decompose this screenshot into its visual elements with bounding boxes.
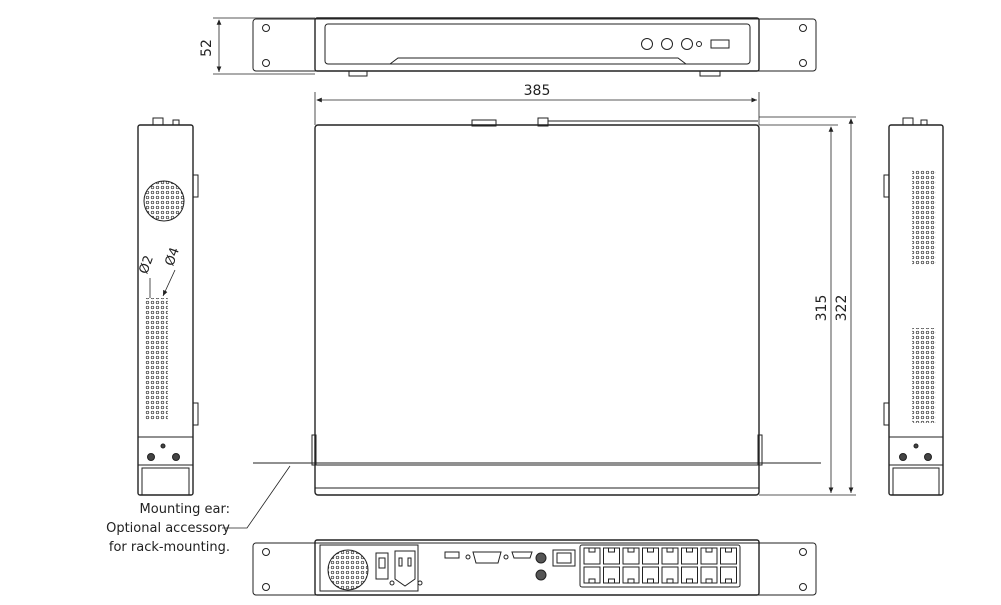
round-button-icon: [641, 38, 702, 50]
usb-port-icon: [710, 39, 730, 49]
dim-depth-with-ears: 322: [834, 295, 850, 322]
note-line-1: Mounting ear:: [139, 502, 230, 517]
rj45-latch: [627, 578, 635, 584]
dim-width: 385: [524, 83, 551, 99]
note-line-2: Optional accessory: [106, 521, 230, 536]
rear-view: [252, 539, 817, 596]
power-switch: [375, 552, 389, 580]
rj45-port-icon: [642, 547, 659, 565]
left-side-view: [137, 117, 199, 496]
dimension-depth: [759, 116, 856, 496]
rj45-latch: [608, 578, 615, 584]
rj45-latch: [705, 578, 713, 584]
rj45-port-icon: [603, 566, 620, 584]
front-view: [252, 17, 817, 77]
rj45-latch: [588, 578, 596, 584]
rj45-latch: [725, 547, 732, 553]
rj45-port-icon: [603, 547, 620, 565]
dimension-width: [314, 92, 760, 125]
note-line-3: for rack-mounting.: [108, 540, 230, 555]
dimension-front-height: [213, 17, 315, 75]
hole-large-label: Ø4: [162, 246, 182, 269]
note-leader: [222, 465, 291, 529]
poe-port-block: [579, 544, 741, 588]
vent-holes-lower: [912, 328, 936, 423]
fan-icon: [143, 180, 185, 222]
rj45-latch: [608, 547, 615, 553]
rj45-port-icon: [700, 547, 718, 565]
vent-holes-upper: [912, 170, 936, 265]
rj45-latch: [686, 547, 693, 553]
power-socket-icon: [394, 550, 416, 587]
rj45-latch: [647, 578, 654, 584]
rack-ears-front: [252, 18, 817, 72]
mounting-ear-note: Mounting ear: Optional accessory for rac…: [60, 500, 230, 557]
rj45-latch: [666, 578, 674, 584]
lan-port-icon: [552, 549, 576, 567]
front-panel: [314, 17, 760, 72]
rear-panel: [314, 539, 760, 596]
hole-small-label: Ø2: [136, 254, 156, 277]
rj45-port-icon: [720, 547, 737, 565]
rj45-port-icon: [661, 547, 679, 565]
top-view: [253, 117, 821, 496]
rj45-latch: [588, 547, 596, 553]
rj45-latch: [647, 547, 654, 553]
rj45-port-icon: [681, 566, 698, 584]
dim-depth: 315: [814, 295, 830, 322]
rj45-port-icon: [720, 566, 737, 584]
fan-icon: [327, 549, 369, 591]
rj45-port-icon: [583, 566, 601, 584]
rj45-port-icon: [661, 566, 679, 584]
vga-port-icon: [472, 551, 502, 564]
rj45-port-icon: [622, 547, 640, 565]
rj45-port-icon: [622, 566, 640, 584]
vent-holes: [145, 298, 168, 420]
rj45-latch: [627, 547, 635, 553]
right-side-view: [883, 117, 944, 496]
rj45-port-icon: [681, 547, 698, 565]
rj45-latch: [705, 547, 713, 553]
dim-front-height: 52: [199, 39, 215, 57]
usb-port-icon: [444, 551, 460, 559]
rj45-port-icon: [583, 547, 601, 565]
hdmi-port-icon: [511, 551, 533, 559]
rj45-latch: [725, 578, 732, 584]
rj45-port-icon: [642, 566, 659, 584]
rj45-port-icon: [700, 566, 718, 584]
rj45-latch: [686, 578, 693, 584]
chassis-top: [314, 124, 760, 496]
rj45-latch: [666, 547, 674, 553]
